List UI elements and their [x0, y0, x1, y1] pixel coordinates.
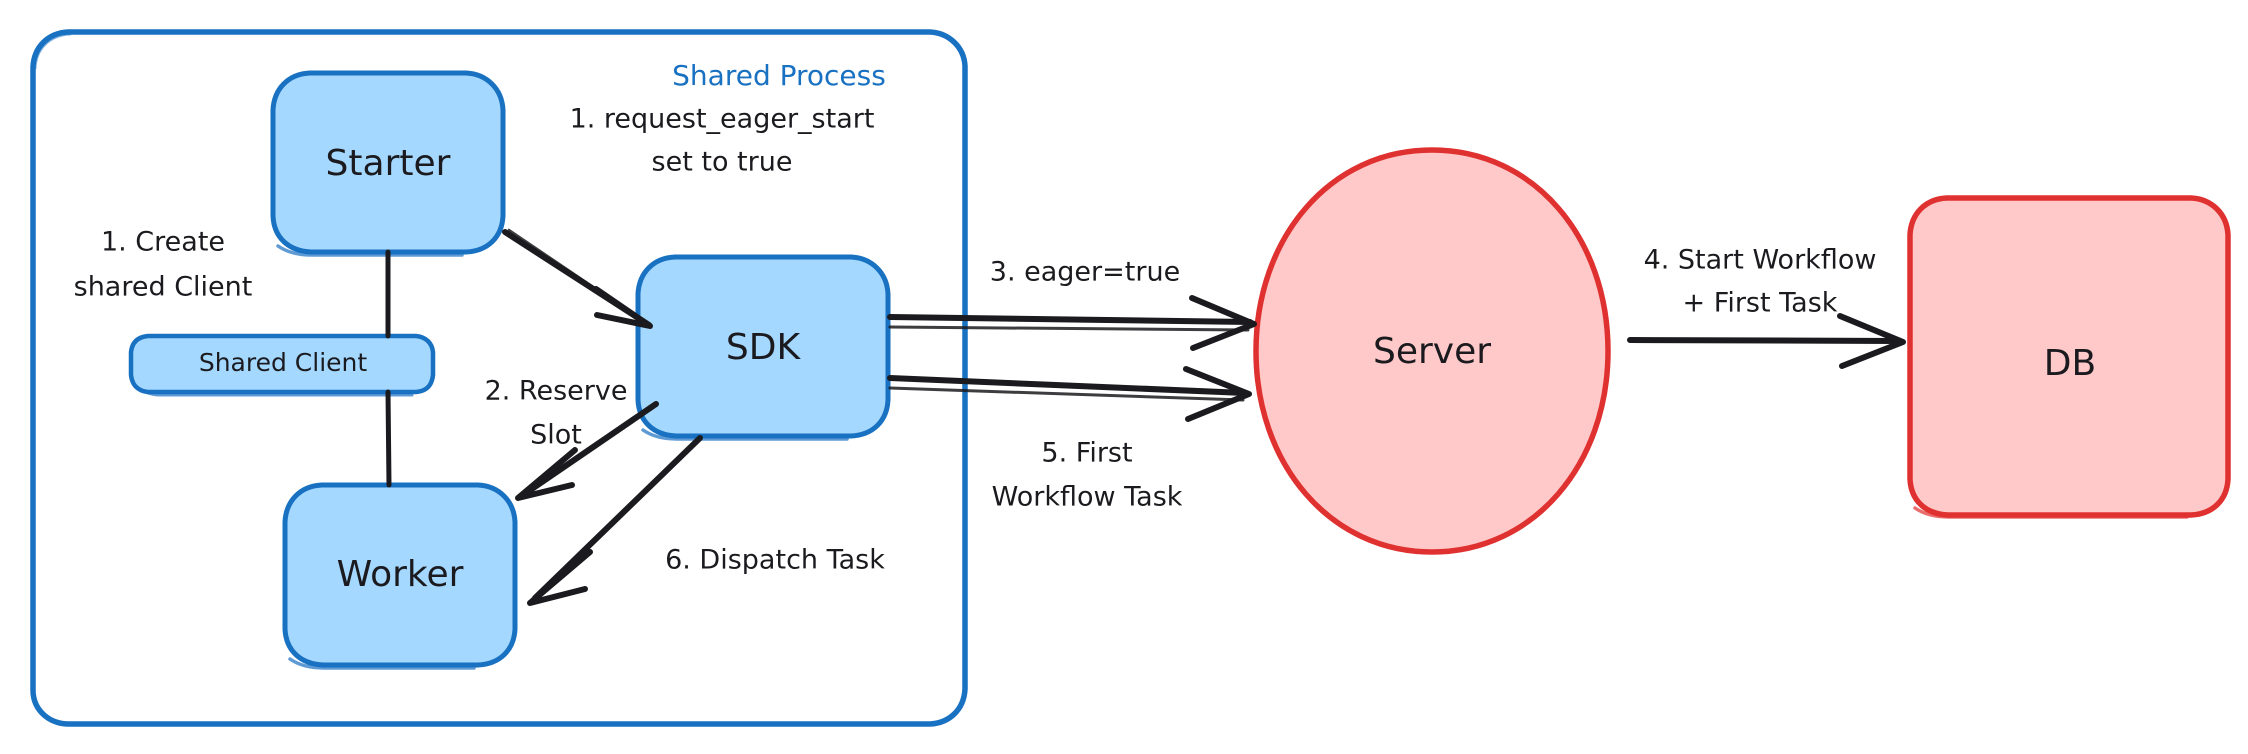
db-label: DB — [2044, 343, 2096, 384]
server-shape — [1253, 147, 1611, 555]
node-shared-client[interactable]: Shared Client — [128, 333, 436, 397]
edge-2-reserve-slot[interactable]: 2. Reserve Slot — [485, 376, 659, 501]
shared-client-shape — [128, 333, 436, 395]
sdk-sketch-overstroke — [641, 428, 849, 441]
edge-label-first-workflow-task-line2: Workflow Task — [992, 482, 1183, 513]
node-worker[interactable]: Worker — [282, 482, 518, 670]
edge-label-create-shared-client-line1: 1. Create — [101, 227, 225, 258]
edge-arrowhead-eager-true — [1189, 295, 1257, 351]
edge-label-start-workflow-line1: 4. Start Workflow — [1644, 245, 1877, 276]
edge-line-sdk-to-server-first-task — [887, 375, 1248, 396]
worker-label: Worker — [337, 554, 464, 595]
shared-process-container[interactable]: Shared Process — [30, 29, 968, 727]
shared-client-sketch-overstroke — [134, 384, 414, 397]
edge-label-reserve-slot-line2: Slot — [530, 420, 582, 451]
starter-shape — [270, 70, 506, 255]
edge-5-first-workflow-task[interactable]: 5. First Workflow Task — [887, 366, 1252, 513]
starter-sketch-overstroke — [276, 244, 464, 257]
edge-arrowhead-start-workflow — [1837, 313, 1906, 369]
edge-label-create-shared-client-line2: shared Client — [74, 272, 253, 303]
edge-6-dispatch-task[interactable]: 6. Dispatch Task — [527, 435, 885, 606]
node-starter[interactable]: Starter — [270, 70, 506, 257]
edge-4-start-workflow[interactable]: 4. Start Workflow + First Task — [1627, 245, 1906, 369]
edge-label-dispatch-task: 6. Dispatch Task — [665, 545, 885, 576]
edge-3-eager-true[interactable]: 3. eager=true — [887, 257, 1257, 351]
server-label: Server — [1373, 331, 1491, 372]
edge-arrowhead-starter-to-sdk — [593, 286, 653, 329]
edge-label-request-eager-start-line1: 1. request_eager_start — [570, 104, 875, 135]
shared-process-label: Shared Process — [672, 59, 886, 92]
edge-label-start-workflow-line2: + First Task — [1683, 288, 1838, 319]
edge-line-sdk-to-server-first-task-double — [888, 386, 1245, 402]
edge-line-sdk-to-server-eager-double — [888, 325, 1250, 332]
edge-label-request-eager-start-line2: set to true — [652, 147, 793, 178]
edge-1-create-shared-client[interactable]: 1. Create shared Client — [74, 227, 392, 488]
edge-1-request-eager-start[interactable]: 1. request_eager_start set to true — [502, 104, 875, 329]
shared-client-label: Shared Client — [199, 348, 368, 377]
node-db[interactable]: DB — [1907, 195, 2231, 519]
edge-line-server-to-db — [1627, 337, 1901, 344]
edge-label-reserve-slot-line1: 2. Reserve — [485, 376, 628, 407]
sdk-label: SDK — [726, 327, 802, 368]
worker-sketch-overstroke — [288, 657, 476, 670]
worker-shape — [282, 482, 518, 668]
node-server[interactable]: Server — [1253, 147, 1611, 555]
db-shape — [1907, 195, 2231, 518]
edge-line-sdk-to-worker-dispatch — [532, 435, 703, 601]
edge-label-eager-true: 3. eager=true — [990, 257, 1180, 288]
shared-process-sketch-overstroke — [33, 32, 72, 70]
server-sketch-overstroke — [1366, 151, 1402, 164]
starter-label: Starter — [326, 143, 451, 184]
db-sketch-overstroke — [1913, 506, 2189, 519]
edge-arrowhead-first-workflow-task — [1183, 366, 1252, 422]
edge-line-sdk-to-worker-reserve — [520, 401, 659, 498]
edge-label-first-workflow-task-line1: 5. First — [1041, 438, 1132, 469]
edge-arrowhead-reserve-slot — [515, 447, 578, 501]
edge-arrowhead-dispatch-task — [527, 549, 593, 606]
shared-process-border — [30, 29, 968, 727]
edge-line-shared-client-to-worker — [385, 389, 392, 488]
node-sdk[interactable]: SDK — [635, 254, 891, 441]
edge-line-sdk-to-server-eager — [887, 314, 1253, 325]
sdk-shape — [635, 254, 891, 439]
